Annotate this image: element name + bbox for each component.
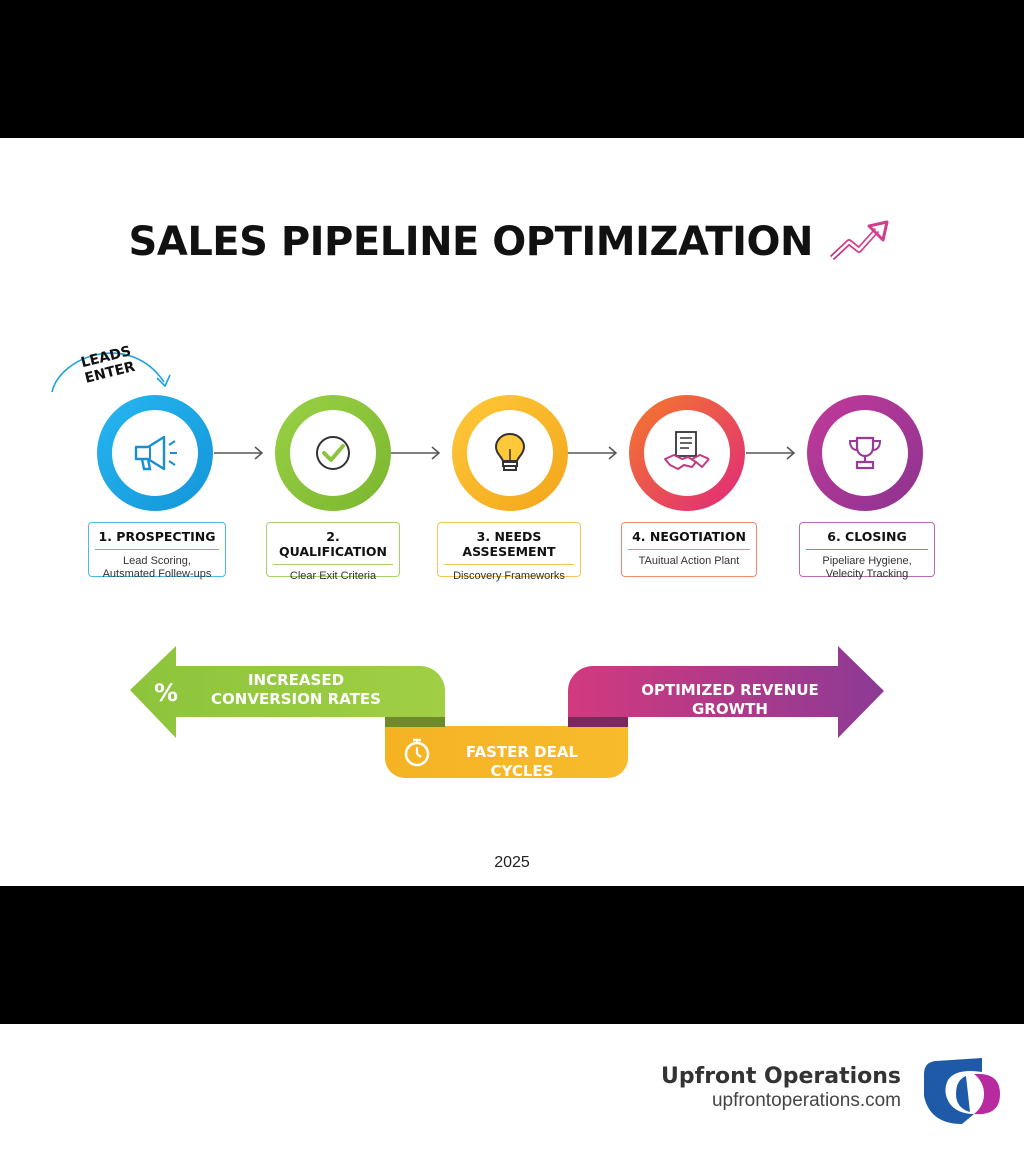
- stage-1-box: 1. PROSPECTING Lead Scoring, Autsmated F…: [88, 522, 226, 580]
- connector-arrow-1: [214, 446, 264, 460]
- year-label: 2025: [494, 854, 530, 871]
- connector-arrow-2: [391, 446, 441, 460]
- connector-arrow-4: [746, 446, 796, 460]
- stage-4-ring: [629, 395, 745, 511]
- trophy-icon: [848, 436, 882, 470]
- stage-4-desc: TAuitual Action Plant: [638, 555, 740, 567]
- right-bar-shadow: [568, 717, 628, 727]
- stage-5-ring: [807, 395, 923, 511]
- percent-icon: %: [154, 679, 178, 707]
- brand-name[interactable]: Upfront Operations: [661, 1064, 901, 1089]
- infographic-canvas: SALES PIPELINE OPTIMIZATION LEADS ENTER: [0, 138, 1024, 886]
- outcome-left-label: INCREASED CONVERSION RATES: [211, 671, 381, 708]
- stage-2-desc: Clear Exit Criteria: [289, 570, 377, 582]
- leads-enter-arrow: [51, 352, 171, 393]
- handshake-document-icon: [664, 431, 710, 470]
- stage-2-ring: [275, 395, 391, 511]
- stage-3-box: 3. NEEDS ASSESEMENT Discovery Frameworks: [437, 522, 581, 582]
- stage-5-box: 6. CLOSING Pipeliare Hygiene, Velecity T…: [799, 522, 935, 580]
- trend-up-arrow-icon: [830, 220, 889, 261]
- brand-url[interactable]: upfrontoperations.com: [711, 1090, 901, 1111]
- left-outcome-arrow: [130, 646, 445, 738]
- stage-2-title: 2. QUALIFICATION: [273, 523, 393, 565]
- lightbulb-icon: [494, 432, 526, 471]
- upfront-logo-icon[interactable]: [922, 1058, 1002, 1126]
- stage-3-title: 3. NEEDS ASSESEMENT: [444, 523, 574, 565]
- megaphone-icon: [134, 435, 177, 471]
- footer-brand-bar: Upfront Operations upfrontoperations.com: [0, 1024, 1024, 1154]
- letterbox-top: [0, 0, 1024, 138]
- stage-3-desc: Discovery Frameworks: [453, 570, 565, 582]
- stage-1-desc: Lead Scoring, Autsmated Follew-ups: [102, 555, 212, 580]
- infographic-title: SALES PIPELINE OPTIMIZATION: [128, 219, 814, 265]
- middle-outcome-bar: [385, 726, 628, 778]
- title-row: SALES PIPELINE OPTIMIZATION: [0, 218, 1024, 266]
- outcome-arrows: %: [130, 646, 884, 778]
- letterbox-bottom: [0, 886, 1024, 1024]
- stage-5-desc: Pipeliare Hygiene, Velecity Tracking: [822, 555, 912, 580]
- connector-arrow-3: [568, 446, 618, 460]
- stopwatch-icon: [404, 738, 430, 767]
- stage-4-title: 4. NEGOTIATION: [628, 523, 750, 550]
- right-outcome-arrow: [568, 646, 884, 738]
- left-bar-shadow: [385, 717, 445, 727]
- stage-1-ring: [97, 395, 213, 511]
- stage-1-title: 1. PROSPECTING: [95, 523, 219, 550]
- outcome-middle-label: FASTER DEAL CYCLES: [465, 743, 579, 780]
- stage-2-box: 2. QUALIFICATION Clear Exit Criteria: [266, 522, 400, 582]
- outcome-right-label: OPTIMIZED REVENUE GROWTH: [641, 681, 819, 718]
- checkmark-icon: [316, 436, 350, 470]
- stage-4-box: 4. NEGOTIATION TAuitual Action Plant: [621, 522, 757, 577]
- stage-3-ring: [452, 395, 568, 511]
- stage-5-title: 6. CLOSING: [806, 523, 928, 550]
